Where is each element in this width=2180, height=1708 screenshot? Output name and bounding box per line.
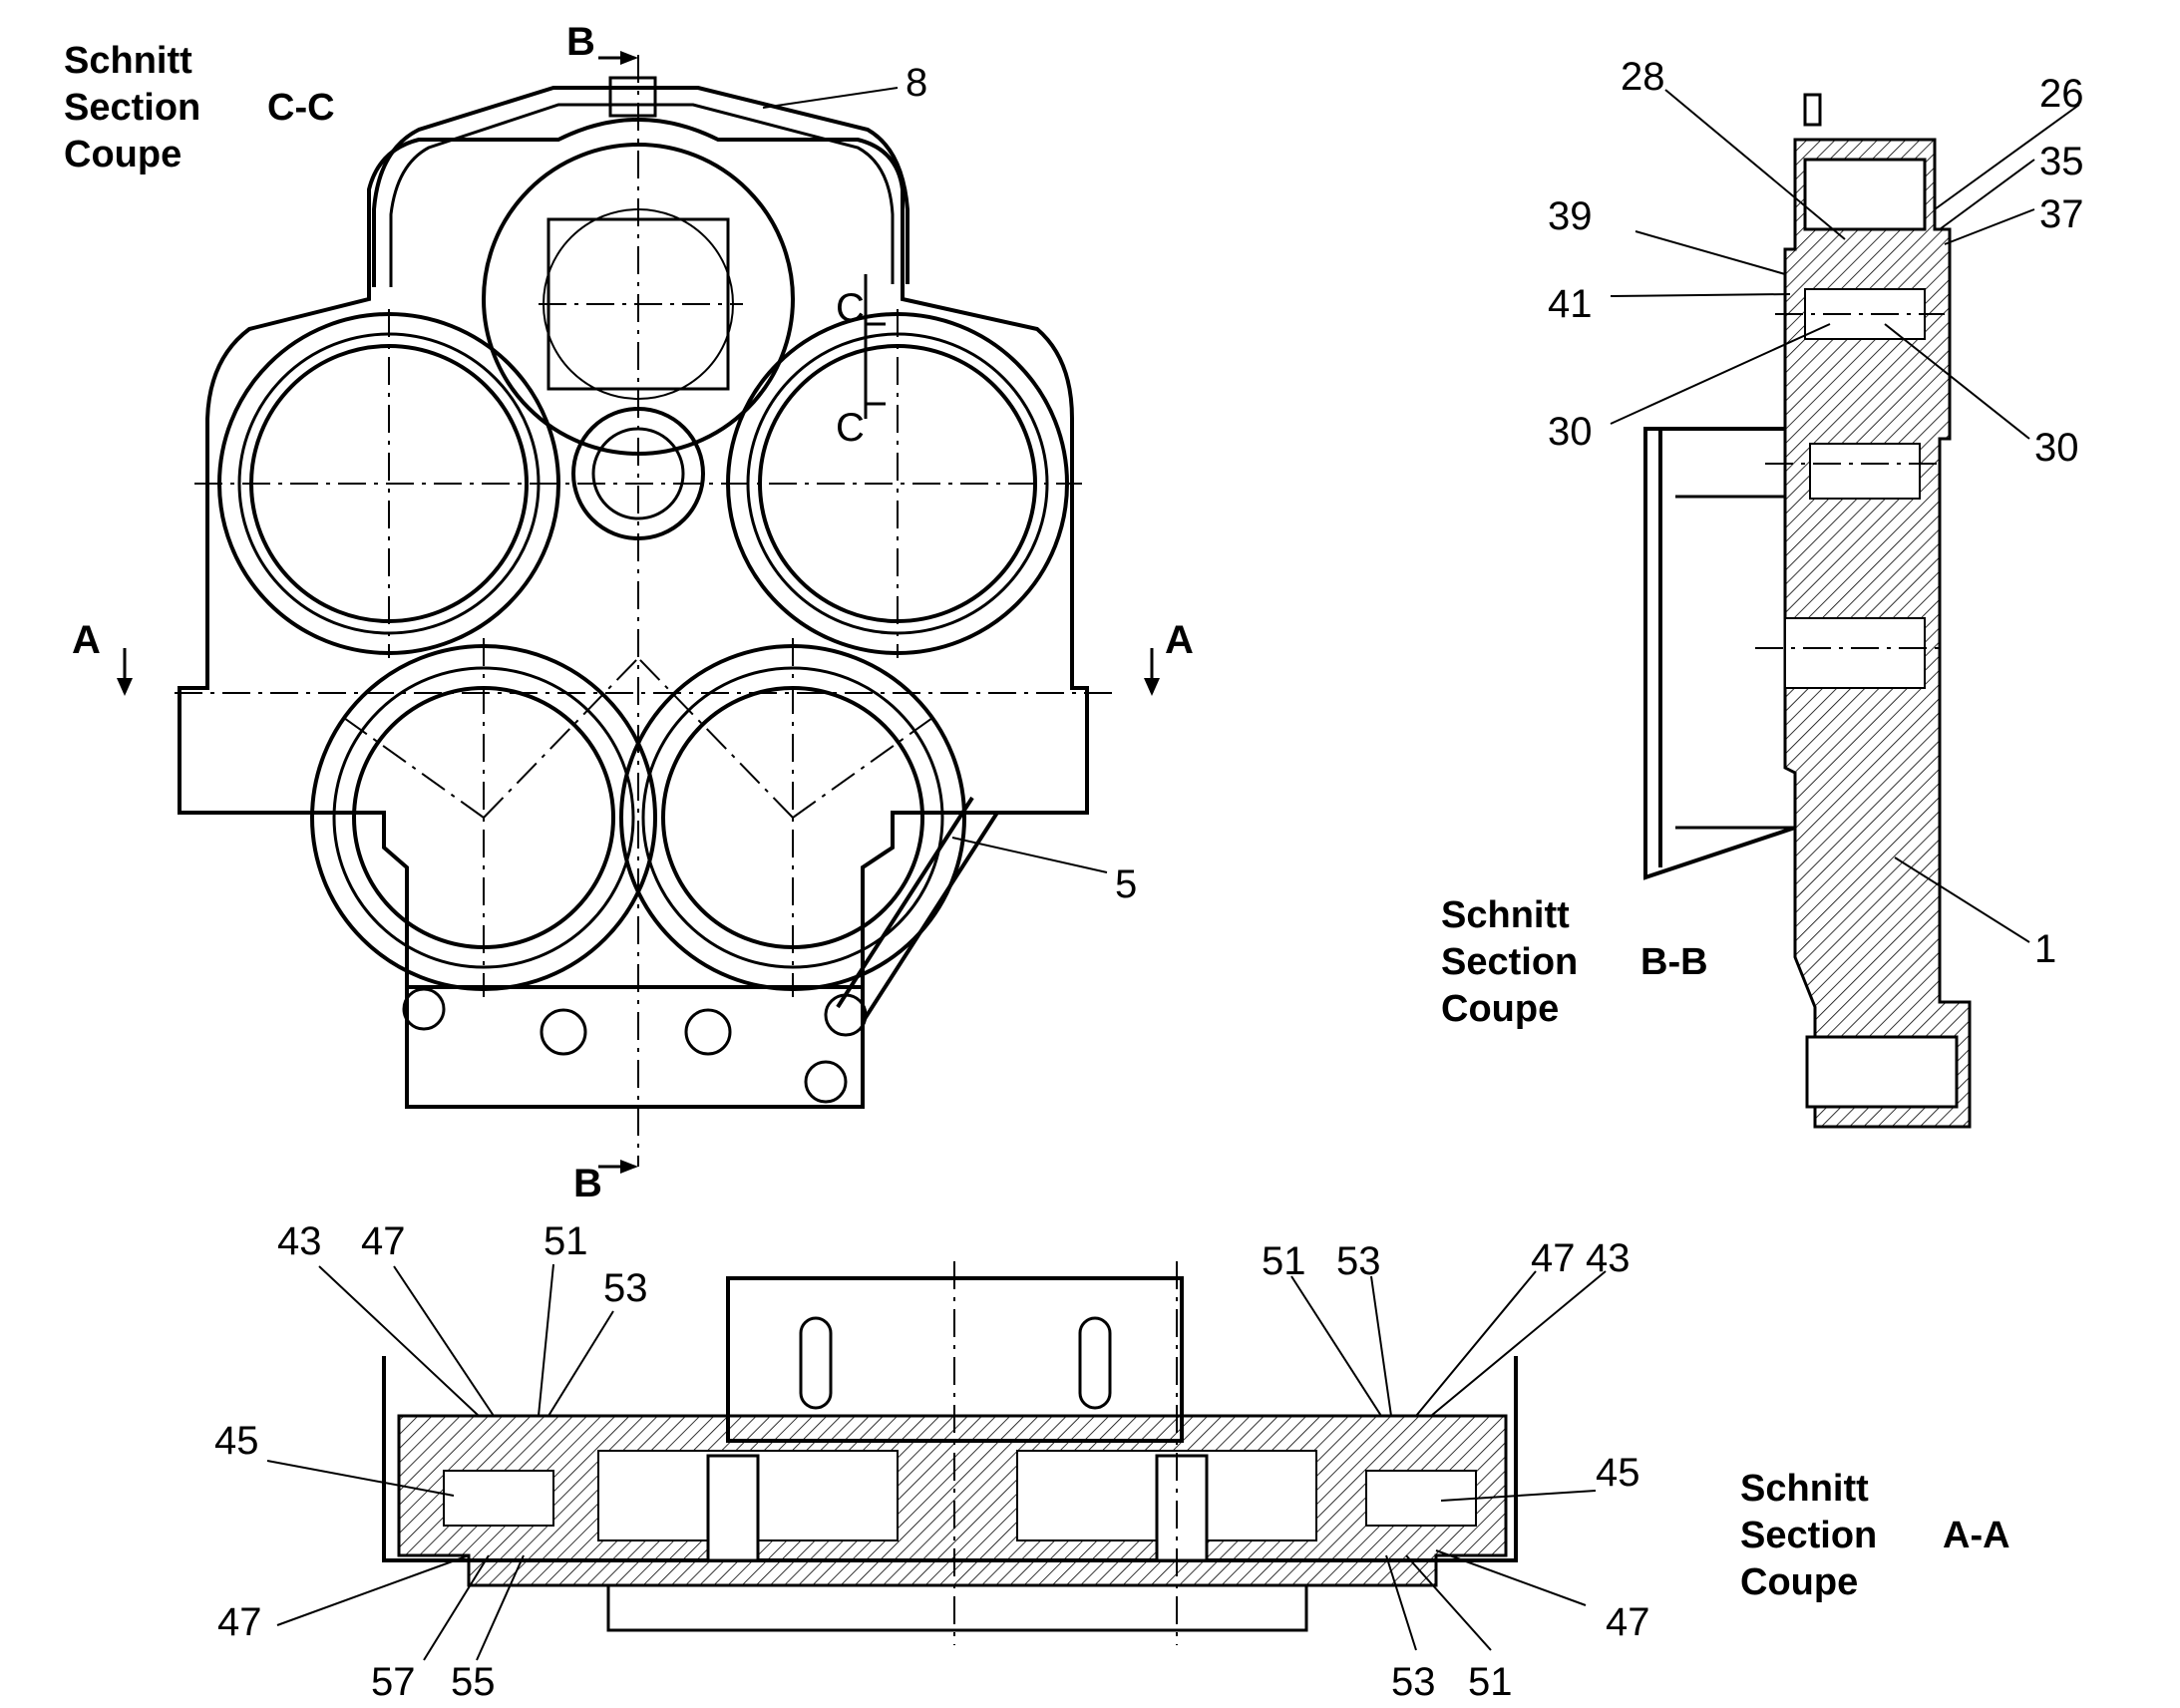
front-view-section-cc [117, 51, 1160, 1174]
side-view-callouts: 28 26 35 37 39 41 30 30 1 [1548, 55, 2084, 971]
callout-35: 35 [2039, 140, 2084, 183]
marker-b-bottom: B [573, 1162, 602, 1205]
callout-53-right-top: 53 [1336, 1239, 1381, 1283]
section-code: B-B [1640, 941, 1708, 983]
marker-b-top: B [566, 20, 595, 64]
callout-28: 28 [1621, 55, 1665, 99]
callout-39: 39 [1548, 194, 1593, 238]
marker-c-lower: C [836, 406, 865, 450]
callout-45-right: 45 [1596, 1451, 1640, 1495]
title-line-1: Schnitt [64, 40, 192, 82]
callout-37: 37 [2039, 192, 2084, 236]
callout-30-right: 30 [2034, 426, 2079, 470]
callout-47-right-top: 47 [1531, 1236, 1576, 1280]
section-title-aa: Schnitt Section Coupe A-A [1740, 1468, 2010, 1603]
callout-43-left: 43 [277, 1219, 322, 1263]
callout-51-right-bottom: 51 [1468, 1660, 1513, 1704]
title-line-1: Schnitt [1441, 894, 1570, 936]
callout-53-right-bottom: 53 [1391, 1660, 1436, 1704]
callout-55: 55 [451, 1660, 496, 1704]
callout-30-left: 30 [1548, 410, 1593, 454]
title-line-1: Schnitt [1740, 1468, 1869, 1510]
title-line-3: Coupe [1740, 1561, 1858, 1603]
section-markers: B B A A C C [72, 20, 1194, 1205]
marker-a-right: A [1165, 618, 1194, 662]
callout-5: 5 [1115, 862, 1137, 906]
section-code: C-C [267, 87, 335, 129]
section-title-bb: Schnitt Section Coupe B-B [1441, 894, 1708, 1030]
title-line-2: Section [64, 87, 200, 129]
callout-8: 8 [906, 61, 927, 105]
marker-c-upper: C [836, 286, 865, 330]
side-view-section-bb [1610, 89, 2080, 1129]
callout-45-left: 45 [214, 1419, 259, 1463]
callout-51-left: 51 [544, 1219, 588, 1263]
callout-1: 1 [2034, 927, 2056, 971]
title-line-2: Section [1740, 1515, 1877, 1556]
bottom-view-section-aa [266, 1261, 1607, 1661]
callout-47-right-bottom: 47 [1606, 1600, 1650, 1644]
callout-26: 26 [2039, 72, 2084, 116]
callout-47-left-bottom: 47 [217, 1600, 262, 1644]
bottom-view-callouts: 43 47 51 53 45 47 57 55 51 53 47 43 45 4… [214, 1219, 1650, 1704]
callout-43-right: 43 [1586, 1236, 1631, 1280]
section-code: A-A [1943, 1515, 2010, 1556]
title-line-2: Section [1441, 941, 1578, 983]
callout-51-right-top: 51 [1262, 1239, 1306, 1283]
section-title-cc: Schnitt Section Coupe C-C [64, 40, 335, 175]
marker-a-left: A [72, 618, 101, 662]
callout-41: 41 [1548, 282, 1593, 326]
callout-57: 57 [371, 1660, 416, 1704]
callout-53-left: 53 [603, 1266, 648, 1310]
title-line-3: Coupe [64, 134, 182, 175]
title-line-3: Coupe [1441, 988, 1559, 1030]
front-view-callouts: 8 5 [906, 61, 1137, 906]
callout-47-left-top: 47 [361, 1219, 406, 1263]
